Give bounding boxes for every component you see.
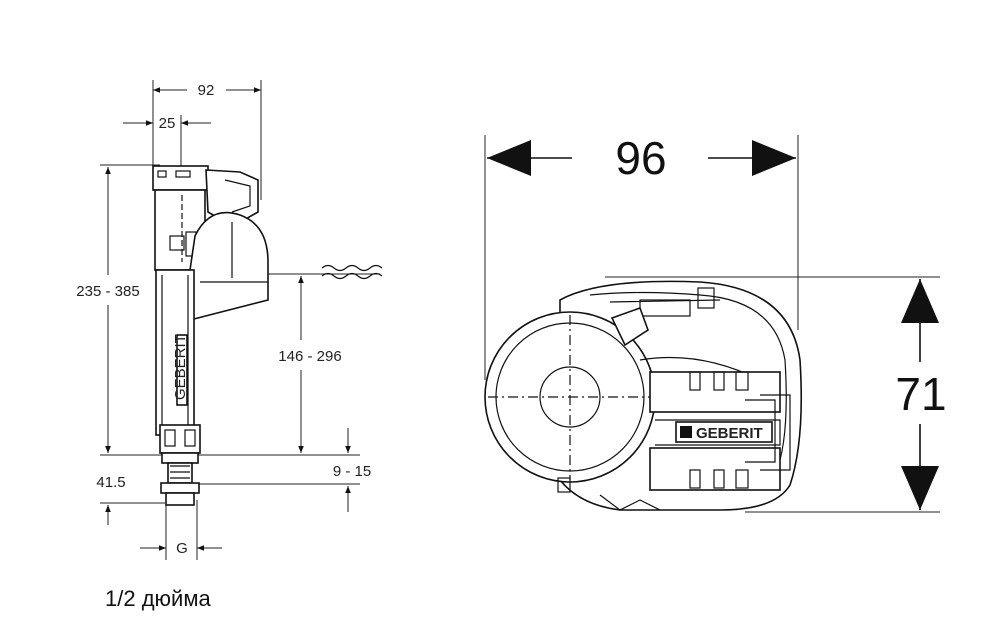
dim-width-inner-label: 25 — [159, 115, 176, 132]
brand-label-horizontal: GEBERIT — [675, 421, 773, 443]
dim-height-range: 235 - 385 — [76, 167, 140, 453]
dim-top-height-label: 71 — [895, 368, 946, 420]
dim-shank-length-label: 9 - 15 — [333, 463, 371, 480]
left-side-view: 92 25 235 - 385 146 - 296 — [76, 80, 383, 560]
dim-water-level: 146 - 296 — [278, 276, 342, 453]
dim-top-width: 96 — [487, 132, 796, 184]
brand-text-right: GEBERIT — [696, 425, 763, 442]
dim-top-width-label: 96 — [615, 132, 666, 184]
brand-text-left: GEBERIT — [172, 334, 189, 400]
fill-valve-top-drawing: GEBERIT — [484, 280, 803, 511]
dim-width-total-label: 92 — [198, 82, 215, 99]
dim-width-total: 92 — [153, 82, 261, 99]
water-level-waves-icon — [321, 264, 383, 280]
dim-shank-offset-label: 41.5 — [96, 474, 125, 491]
caption-thread-size: 1/2 дюйма — [105, 586, 211, 611]
dim-thread: G — [140, 500, 222, 560]
dim-height-range-label: 235 - 385 — [76, 283, 139, 300]
dim-top-height: 71 — [895, 279, 947, 510]
dim-water-level-label: 146 - 296 — [278, 348, 341, 365]
dim-width-inner: 25 — [123, 115, 211, 132]
right-top-view: 96 71 — [484, 132, 947, 513]
brand-label-vertical: GEBERIT — [172, 334, 189, 406]
dim-shank-offset: 41.5 — [96, 440, 126, 525]
fill-valve-side-drawing: GEBERIT — [152, 165, 269, 506]
dim-shank-length: 9 - 15 — [333, 428, 371, 512]
dim-thread-label: G — [176, 540, 188, 557]
